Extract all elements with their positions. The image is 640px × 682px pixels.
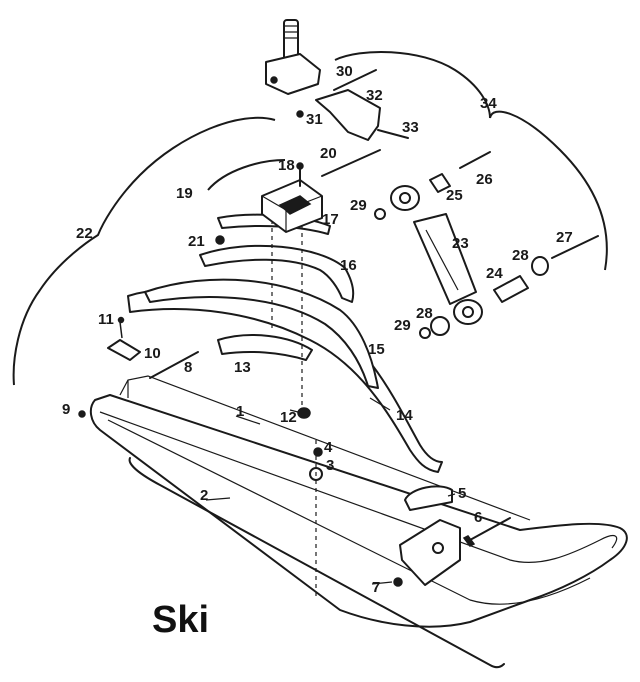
callout-33: 33: [402, 119, 419, 136]
callout-24: 24: [486, 265, 503, 282]
callout-29-upper: 29: [350, 197, 367, 214]
leader-lines: [205, 397, 456, 585]
bushing-28-lower: [430, 316, 450, 336]
group-bracket-34: [334, 50, 608, 271]
nut-9: [78, 410, 86, 418]
nut-7: [393, 577, 403, 587]
bushing-28-upper: [531, 256, 549, 276]
callout-17: 17: [322, 211, 339, 228]
callout-30: 30: [336, 63, 353, 80]
spindle-bracket-32: [315, 89, 381, 141]
callout-28-lower: 28: [416, 305, 433, 322]
nut-12: [297, 407, 311, 419]
bolt-26: [459, 151, 491, 169]
bolt-6: [469, 517, 511, 541]
shock-absorber: [390, 185, 483, 325]
callout-1: 1: [236, 403, 244, 420]
page-title: Ski: [152, 599, 209, 641]
callout-31: 31: [306, 111, 323, 128]
callout-14: 14: [396, 407, 413, 424]
leaf-16: [199, 244, 355, 303]
callout-29-lower: 29: [394, 317, 411, 334]
callout-28-upper: 28: [512, 247, 529, 264]
callout-27: 27: [556, 229, 573, 246]
leaf-spring-stack: [127, 213, 443, 600]
nut-4: [313, 447, 323, 457]
bolt-27: [551, 235, 599, 259]
callout-4: 4: [324, 439, 333, 456]
callout-labels: 1 2 3 4 5 6 7 8 9 10 11 12 13 14 15 16 1…: [62, 63, 573, 596]
leaf-15: [144, 278, 379, 389]
callout-32: 32: [366, 87, 383, 104]
spacer-24: [493, 275, 529, 303]
bolt-6-head: [462, 535, 476, 547]
bolt-20: [321, 149, 381, 177]
bolt-8: [149, 351, 199, 379]
callout-22: 22: [76, 225, 93, 242]
callout-5: 5: [458, 485, 466, 502]
wear-bar: [128, 457, 505, 669]
callout-10: 10: [144, 345, 161, 362]
callout-9: 9: [62, 401, 70, 418]
leaf-13: [217, 334, 313, 361]
callout-34: 34: [480, 95, 497, 112]
group-bracket-22: [12, 116, 276, 386]
callout-26: 26: [476, 171, 493, 188]
nut-29-upper: [374, 208, 386, 220]
spindle-assembly: [265, 19, 409, 141]
callout-2: 2: [200, 487, 208, 504]
ski-saddle: [399, 485, 461, 586]
callout-3: 3: [326, 457, 334, 474]
callout-25: 25: [446, 187, 463, 204]
callout-18: 18: [278, 157, 295, 174]
callout-21: 21: [188, 233, 205, 250]
callout-15: 15: [368, 341, 385, 358]
callout-16: 16: [340, 257, 357, 274]
callout-8: 8: [184, 359, 192, 376]
callout-7: 7: [372, 579, 380, 596]
spring-bracket: [215, 162, 323, 245]
group-bracket-19: [207, 159, 286, 191]
callout-23: 23: [452, 235, 469, 252]
callout-13: 13: [234, 359, 251, 376]
callout-6: 6: [474, 509, 482, 526]
callout-11: 11: [98, 311, 114, 328]
callout-20: 20: [320, 145, 337, 162]
callout-19: 19: [176, 185, 193, 202]
nut-29-lower: [419, 327, 431, 339]
callout-12: 12: [280, 409, 297, 426]
spacer-25: [429, 173, 451, 193]
front-bracket: [107, 316, 141, 361]
ski-runner: [89, 375, 628, 628]
